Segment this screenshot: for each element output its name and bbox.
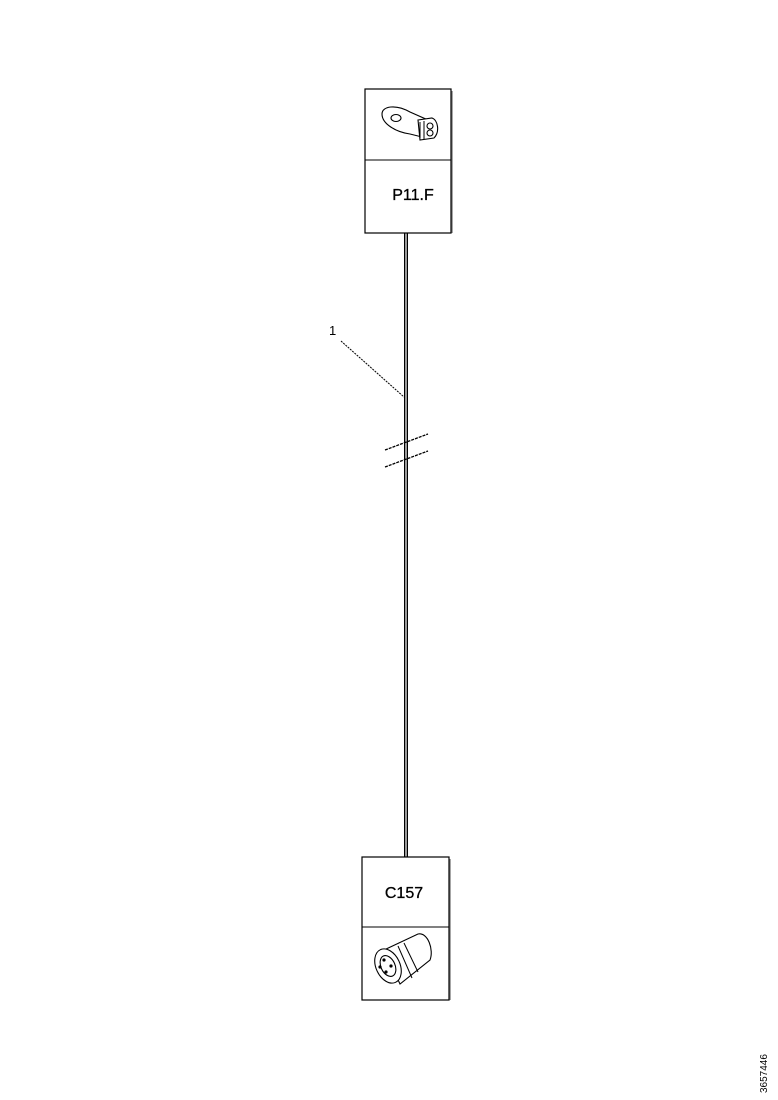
connector-top-label: P11.F <box>392 187 434 204</box>
wire-number-label: 1 <box>329 323 336 338</box>
document-reference: 3657446 <box>759 1054 770 1093</box>
wire-number-callout: 1 <box>329 323 405 398</box>
wire-number-leader <box>340 340 405 398</box>
bulb-socket-connector-icon <box>374 933 432 985</box>
connector-bottom-label: C157 <box>385 885 423 902</box>
connector-bottom[interactable]: C157 <box>361 856 451 1001</box>
ring-terminal-icon <box>381 106 439 141</box>
connector-top[interactable]: P11.F <box>364 88 453 234</box>
wire-break-icon <box>384 433 429 468</box>
